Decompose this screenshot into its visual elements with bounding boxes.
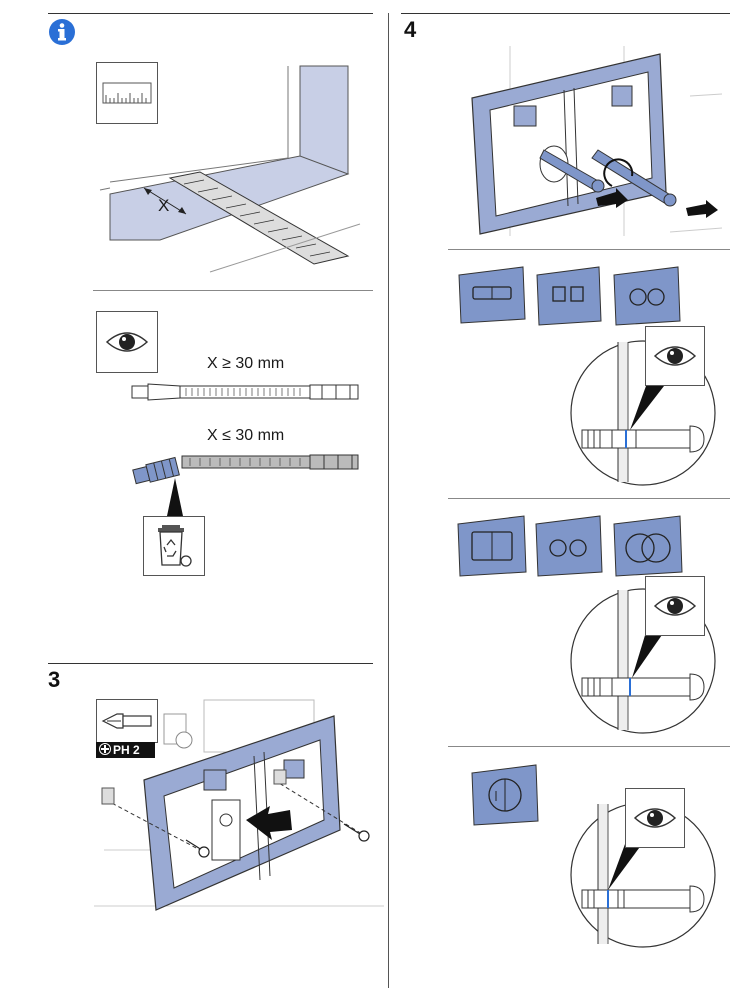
recycle-bin-box (143, 516, 205, 576)
threaded-rod-cut (132, 454, 359, 485)
step-number-4: 4 (404, 17, 417, 42)
divider-right-2 (448, 498, 730, 499)
plate-dual-round-large (613, 515, 683, 577)
eye-icon-box-detail-2 (645, 576, 705, 636)
eye-icon (653, 346, 697, 366)
rule-le-label: X ≤ 30 mm (207, 427, 285, 444)
plate-dual-round (613, 266, 681, 326)
column-divider (388, 13, 389, 988)
eye-icon (653, 596, 697, 616)
frame-mounting-illustration (94, 699, 384, 911)
step3-rule (48, 663, 373, 664)
pointer-arrow (167, 478, 183, 516)
eye-icon (633, 808, 677, 828)
ruler-icon-box (96, 62, 158, 124)
plate-round-dual (471, 764, 539, 826)
phillips-size-badge: PH 2 (96, 742, 155, 758)
plate-dual-round-small (535, 515, 603, 577)
plate-dual-rect-large (457, 515, 527, 577)
top-rule-right (401, 13, 730, 14)
threaded-rod-full (131, 383, 359, 401)
screwdriver-icon-box (96, 699, 158, 743)
info-icon (49, 19, 75, 45)
top-rule-left (48, 13, 373, 14)
recycle-bin-icon (158, 525, 192, 567)
phillips-size-label: PH 2 (113, 743, 140, 757)
measurement-x-label: X (158, 196, 170, 215)
plate-dual-rect (458, 266, 526, 324)
phillips-icon (99, 743, 111, 755)
plate-dual-square (536, 266, 602, 326)
divider-right-3 (448, 746, 730, 747)
eye-icon-box (96, 311, 158, 373)
ruler-icon (102, 82, 152, 104)
divider-left-1 (93, 290, 373, 291)
divider-right-1 (448, 249, 730, 250)
wall-measurement-illustration (99, 65, 361, 273)
step-number-3: 3 (48, 667, 61, 692)
rule-ge-label: X ≥ 30 mm (207, 355, 285, 372)
eye-icon-box-detail-1 (645, 326, 705, 386)
eye-icon (105, 332, 149, 352)
rod-insertion-illustration (471, 46, 723, 236)
eye-icon-box-detail-3 (625, 788, 685, 848)
screwdriver-icon (101, 713, 152, 729)
